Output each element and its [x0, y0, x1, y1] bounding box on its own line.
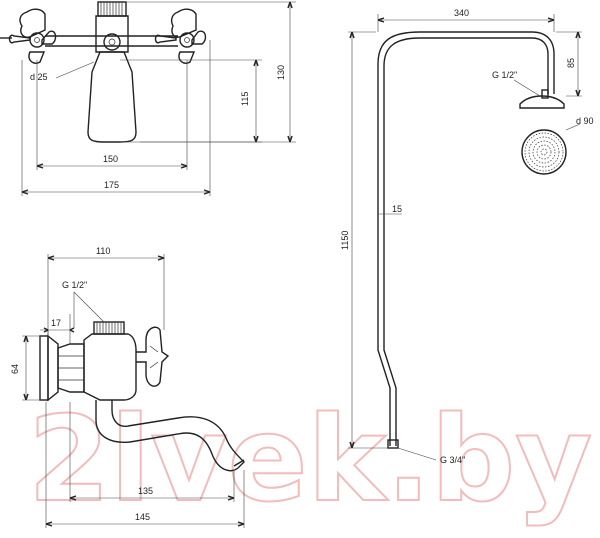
shower-dimensions [348, 14, 582, 461]
dim-height-total: 130 [276, 65, 286, 80]
dim-width-outer: 175 [104, 180, 119, 190]
base-thread-label: G 3/4" [440, 455, 465, 465]
mixer-front-view [0, 1, 207, 143]
mixer-diameter-label: d 25 [30, 72, 48, 82]
head-thread-label: G 1/2" [492, 70, 517, 80]
left-cross-handle [0, 8, 57, 64]
dim-side-height: 64 [10, 364, 20, 374]
side-view-dimensions [22, 254, 245, 528]
dim-side-offset: 17 [51, 318, 61, 328]
dim-head-drop: 85 [566, 58, 576, 68]
dim-side-top: 110 [96, 246, 110, 256]
pipe-diameter-label: 15 [392, 204, 402, 214]
head-diameter-label: d 90 [576, 116, 594, 126]
watermark-text: 2lvek.by [28, 390, 592, 528]
mixer-front-dimensions [21, 1, 296, 196]
dim-shower-width: 340 [454, 8, 469, 18]
side-thread-label: G 1/2" [62, 280, 87, 290]
dim-total-height: 1150 [340, 231, 350, 250]
dim-width-inner: 150 [103, 154, 118, 164]
dim-spout-outer: 145 [135, 512, 150, 522]
dim-spout-inner: 135 [138, 486, 153, 496]
shower-column [377, 31, 567, 449]
dim-height-body: 115 [240, 92, 250, 106]
